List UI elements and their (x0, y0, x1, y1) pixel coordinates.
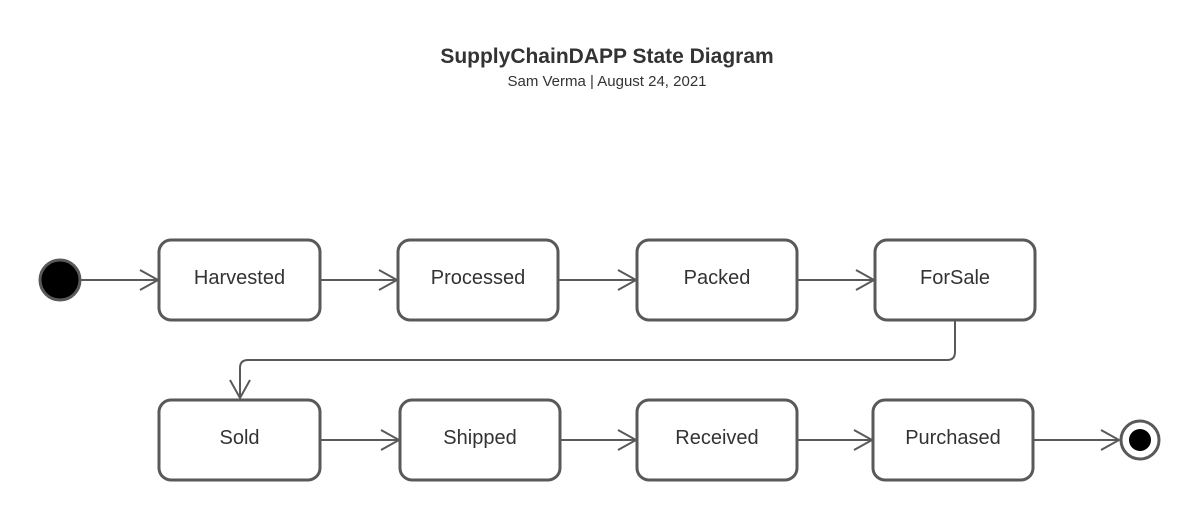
state-processed-label: Processed (431, 267, 526, 289)
state-shipped: Shipped (398, 398, 562, 482)
state-forsale: ForSale (873, 238, 1037, 322)
state-sold-label: Sold (219, 427, 259, 449)
transition-packed-forsale (797, 269, 877, 291)
transition-harvested-processed (320, 269, 400, 291)
state-packed: Packed (635, 238, 799, 322)
transition-initial-harvested (80, 269, 161, 291)
state-processed: Processed (396, 238, 560, 322)
transition-processed-packed (558, 269, 639, 291)
transition-received-purchased (797, 429, 875, 451)
transition-forsale-sold (229, 320, 956, 401)
state-received-label: Received (675, 427, 758, 449)
initial-state (38, 258, 82, 302)
diagram-subtitle: Sam Verma | August 24, 2021 (507, 73, 707, 90)
state-forsale-label: ForSale (920, 267, 990, 289)
transition-purchased-final (1033, 429, 1122, 451)
transition-shipped-received (560, 429, 639, 451)
state-harvested-label: Harvested (194, 267, 285, 289)
transition-sold-shipped (320, 429, 402, 451)
state-sold: Sold (157, 398, 322, 482)
state-purchased: Purchased (871, 398, 1035, 482)
state-received: Received (635, 398, 799, 482)
state-shipped-label: Shipped (443, 427, 516, 449)
diagram-title: SupplyChainDAPP State Diagram (440, 45, 774, 68)
state-packed-label: Packed (684, 267, 751, 289)
state-purchased-label: Purchased (905, 427, 1001, 449)
final-state (1119, 419, 1161, 461)
state-harvested: Harvested (157, 238, 322, 322)
